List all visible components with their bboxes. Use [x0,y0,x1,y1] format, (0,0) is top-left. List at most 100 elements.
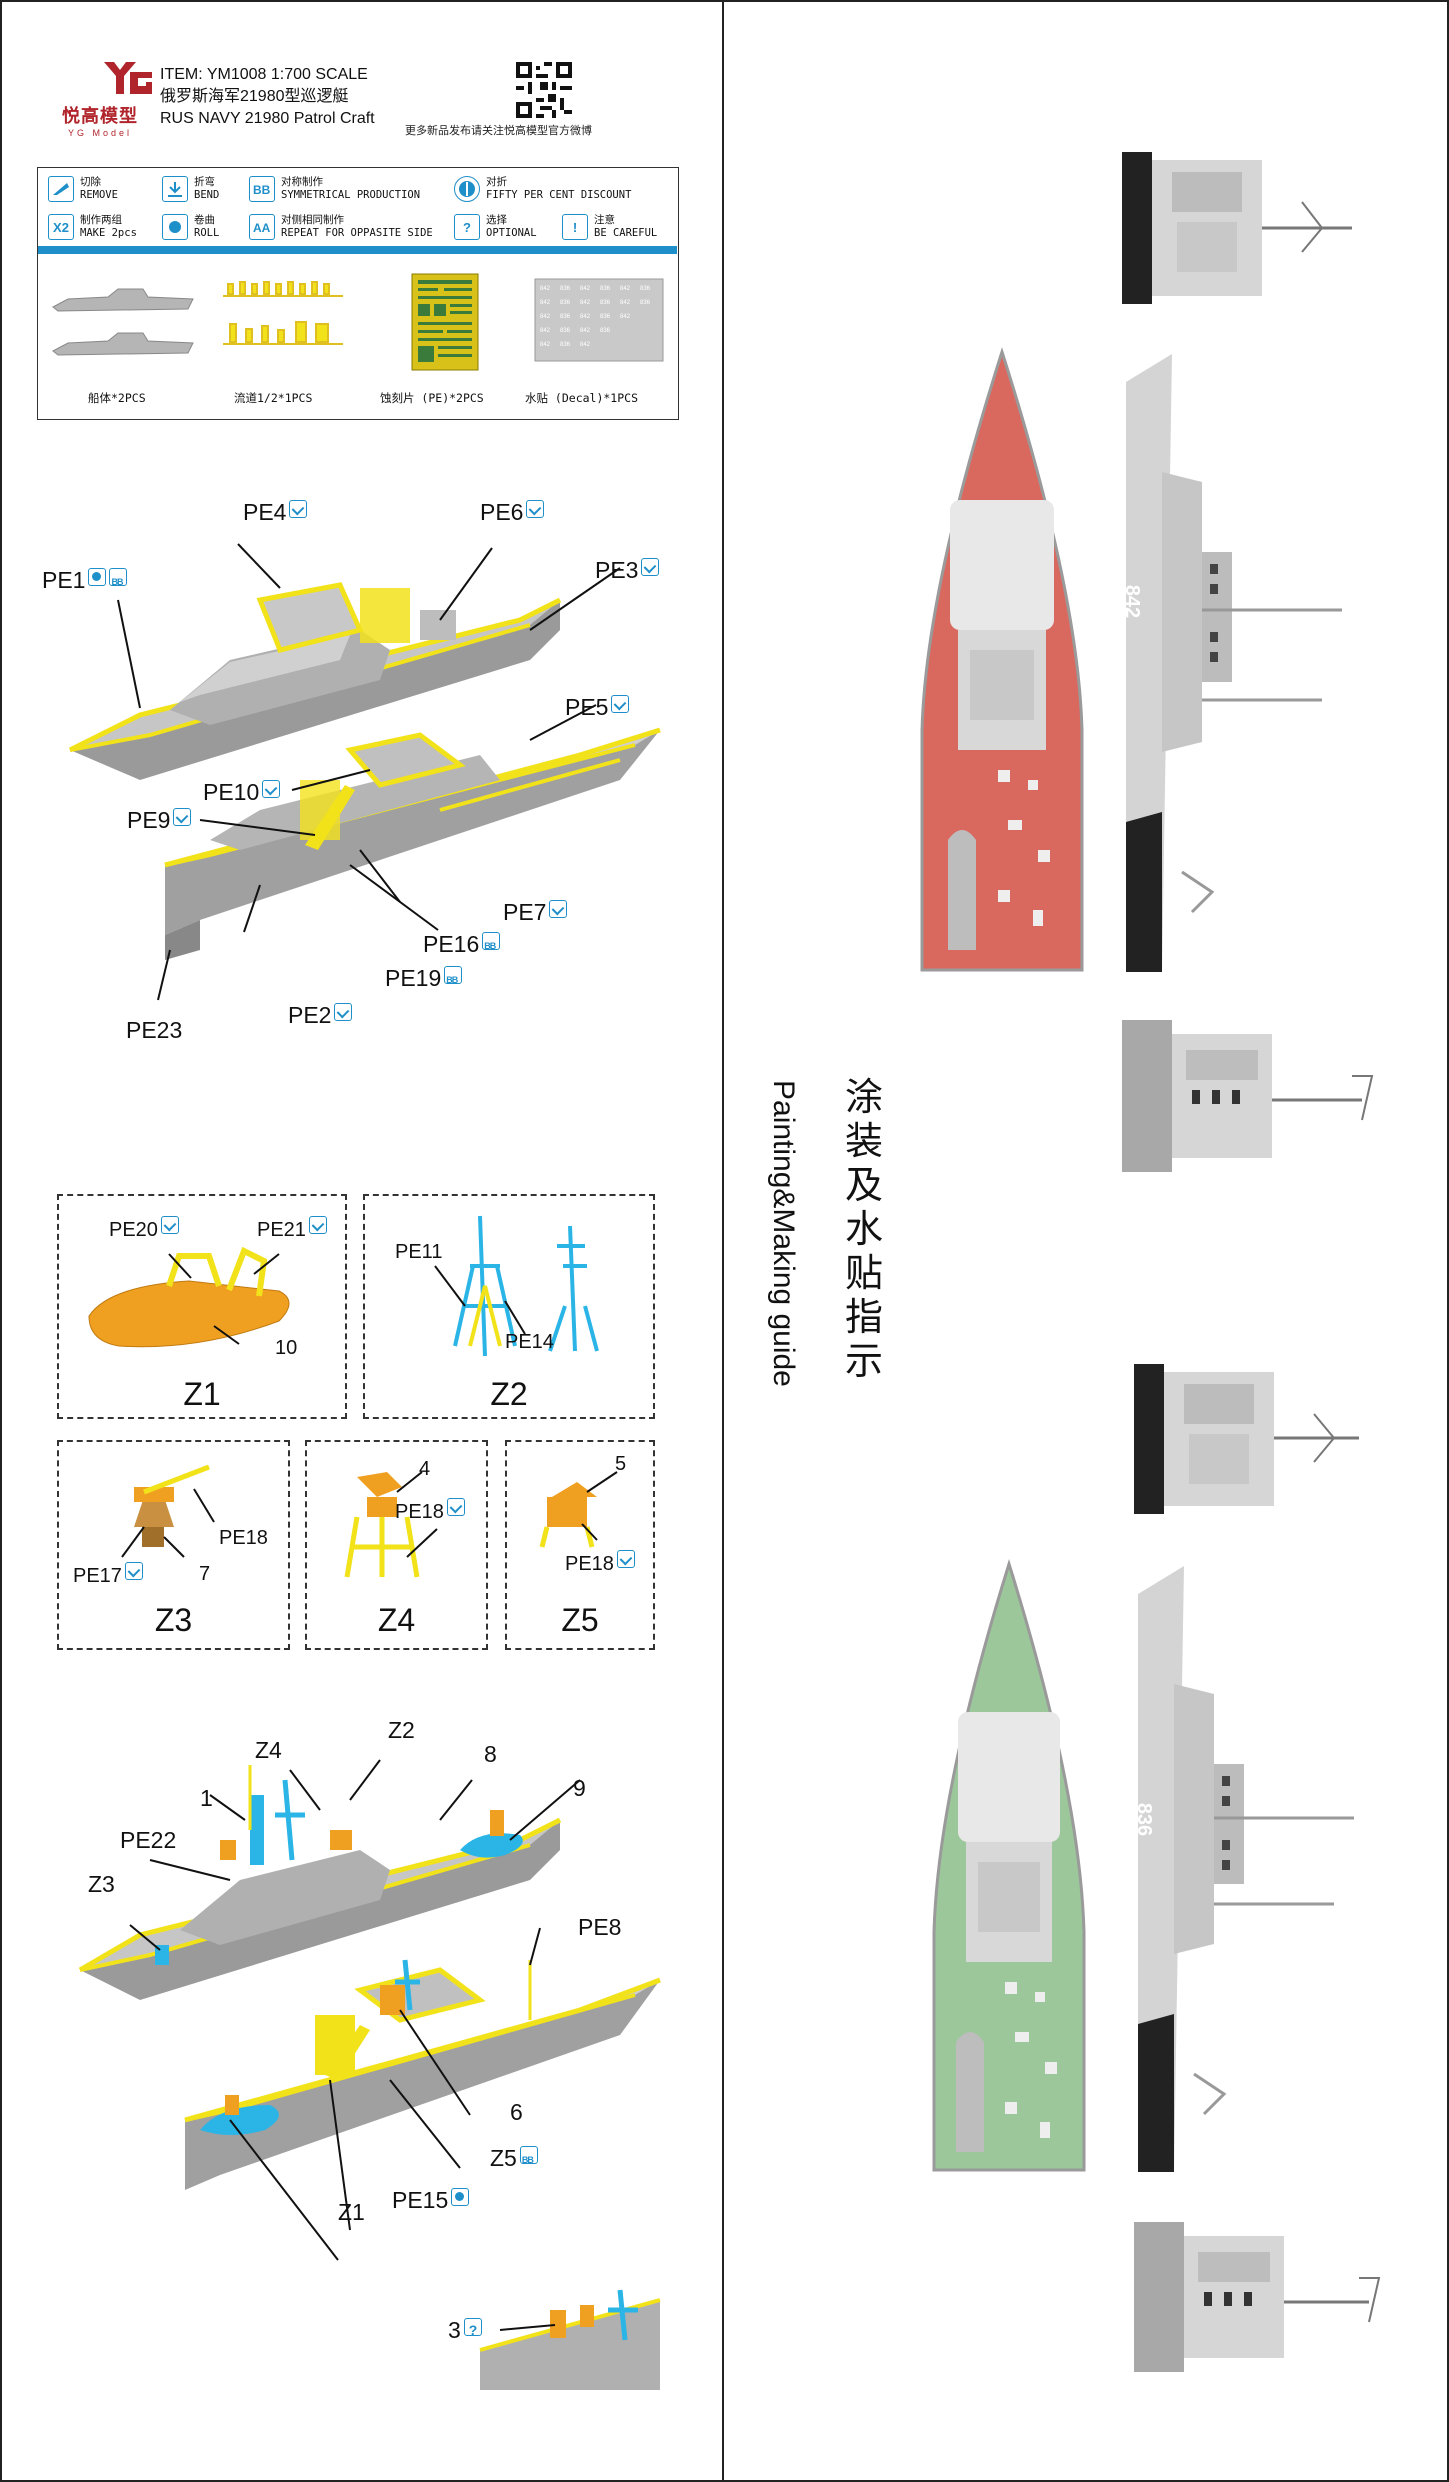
callout-pe15: PE15 [392,2188,470,2212]
callout-pe2: PE2 [288,1003,353,1027]
product-info: ITEM: YM1008 1:700 SCALE 俄罗斯海军21980型巡逻艇 … [160,64,375,130]
zbox-z3: PE18 PE17 7 Z3 [57,1440,290,1650]
svg-text:842: 842 [620,300,631,306]
callout-part-5: 5 [615,1453,627,1475]
callout-part-6: 6 [510,2099,523,2125]
logo-text-en: YG Model [67,128,133,138]
callout-pe23: PE23 [126,1017,183,1043]
callout-part-4: 4 [419,1458,431,1480]
callout-part-7: 7 [199,1563,211,1585]
bend-icon [124,1562,143,1580]
svg-text:842: 842 [540,342,551,348]
parts-list: 船体*2PCS 流道1/2*1PCS [38,264,678,414]
svg-text:836: 836 [560,342,571,348]
bend-icon [162,176,188,202]
svg-text:836: 836 [560,300,571,306]
callout-part-1: 1 [200,1785,213,1811]
bend-icon [616,1550,635,1568]
svg-text:836: 836 [560,328,571,334]
logo-mark-icon [72,58,152,98]
bend-icon [160,1216,179,1234]
zbox-label: Z1 [183,1376,221,1412]
repeat-opposite-icon: AA [249,214,275,240]
follow-weibo-text: 更多新品发布请关注悦高模型官方微博 [405,125,592,137]
svg-text:AA: AA [253,221,271,235]
callout-pe16: PE16 [423,932,501,958]
roll-icon [162,214,188,240]
bend-icon [446,1498,465,1516]
callout-z2: Z2 [388,1717,415,1743]
title-en: RUS NAVY 21980 Patrol Craft [160,110,375,127]
callout-pe21: PE21 [257,1216,327,1242]
zbox-label: Z2 [490,1376,528,1412]
callout-pe5: PE5 [565,695,630,719]
boat-z1-image [88,1246,290,1348]
svg-text:842: 842 [620,286,631,292]
title-cn: 俄罗斯海军21980型巡逻艇 [160,88,349,105]
item-code: ITEM: YM1008 1:700 SCALE [160,66,368,83]
decal-sheet-image: 842 836 842 836 842 836 842 836 842 836 842 836 84… [534,278,664,362]
bend-icon [173,808,192,826]
part-decal: 水贴 (Decal)*1PCS [525,391,639,405]
bend-icon [262,780,281,798]
zbox-z1: PE20 PE21 10 Z1 [57,1194,347,1419]
ship-842-stern-view [1122,1020,1374,1172]
fold-icon [454,176,480,202]
callout-pe17: PE17 [73,1562,143,1588]
callout-pe4: PE4 [243,500,308,524]
ship-lower-final-image [184,1959,661,2190]
svg-text:842: 842 [540,314,551,320]
part-pe: 蚀刻片 (PE)*2PCS [380,391,484,405]
svg-text:842: 842 [580,286,591,292]
bend-icon [334,1003,353,1021]
gun-z5-image [539,1471,618,1548]
logo-text-cn: 悦高模型 [62,106,138,126]
svg-text:836: 836 [560,286,571,292]
svg-text:836: 836 [640,286,651,292]
zbox-z5: 5 PE18 Z5 [505,1440,655,1650]
callout-z3: Z3 [88,1871,115,1897]
zbox-label: Z4 [377,1602,416,1638]
symmetrical-icon [109,568,128,594]
callout-pe1: PE1 [42,568,128,594]
bend-icon [641,558,660,576]
symmetrical-icon: BB [249,176,275,202]
mast-z2-image [434,1215,599,1357]
svg-text:842: 842 [540,286,551,292]
svg-text:842: 842 [580,314,591,320]
svg-text:842: 842 [580,342,591,348]
remove-icon [48,176,74,202]
svg-text:BB: BB [253,183,271,197]
callout-z1: Z1 [338,2199,365,2225]
ship-836-top-view [932,1558,1086,2172]
gun-z3-image [121,1464,215,1558]
symmetrical-icon [482,932,501,958]
svg-text:842: 842 [580,300,591,306]
callout-pe6: PE6 [480,500,545,524]
symmetrical-icon [444,966,463,992]
careful-icon: ! [562,214,588,240]
bend-icon [549,900,568,918]
hull-number-836: 836 [1133,1802,1156,1837]
bend-icon [611,695,630,713]
ship-upper-image [68,582,562,780]
guide-title-en: Painting&Making guide [767,1080,800,1387]
ship-upper-final-image [78,1765,562,2000]
callout-pe9: PE9 [127,808,192,832]
page-divider [722,0,724,2482]
sprue-part-image [223,281,343,345]
svg-text:836: 836 [560,314,571,320]
bend-icon [289,500,308,518]
svg-text:836: 836 [640,300,651,306]
hull-number-842: 842 [1121,584,1144,619]
bend-icon [308,1216,327,1234]
